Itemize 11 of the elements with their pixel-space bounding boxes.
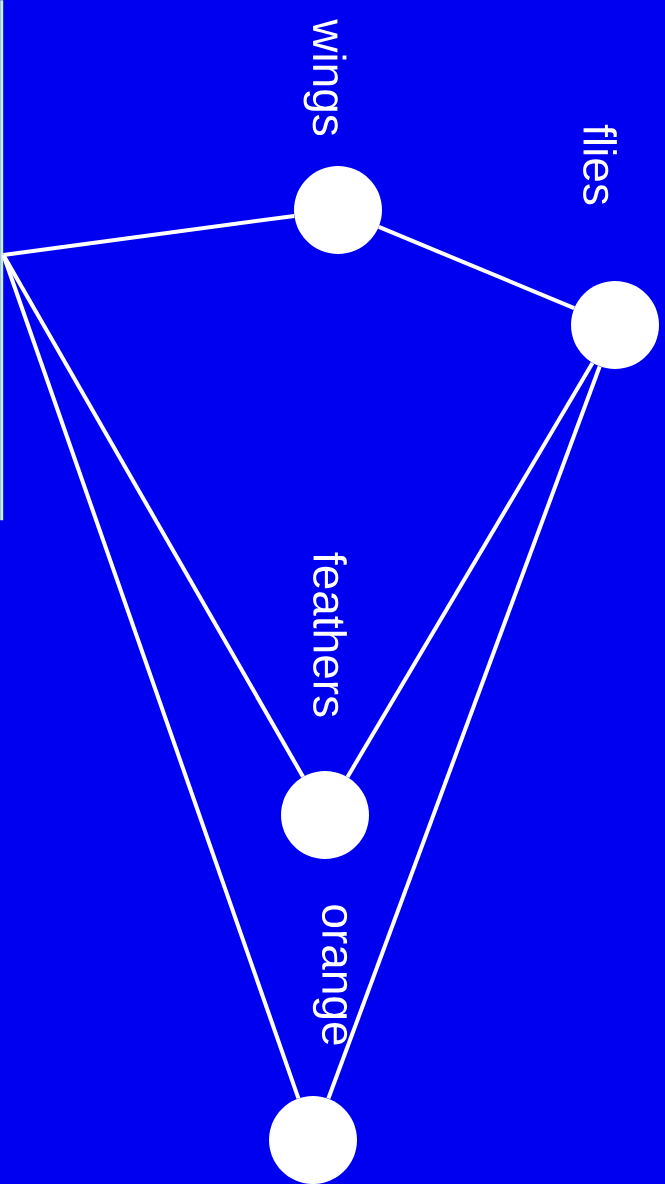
- node-label: orange: [312, 905, 348, 1045]
- connector-line: [345, 362, 595, 778]
- connector-line: [1, 254, 305, 778]
- connector-line: [3, 213, 295, 257]
- node-label: feathers: [313, 552, 347, 717]
- connector-line: [326, 365, 602, 1100]
- bar: [0, 0, 4, 521]
- connector-line: [1, 254, 301, 1099]
- node-label: wings: [303, 19, 347, 136]
- node-label: flies: [583, 124, 617, 205]
- connector-line: [378, 225, 575, 310]
